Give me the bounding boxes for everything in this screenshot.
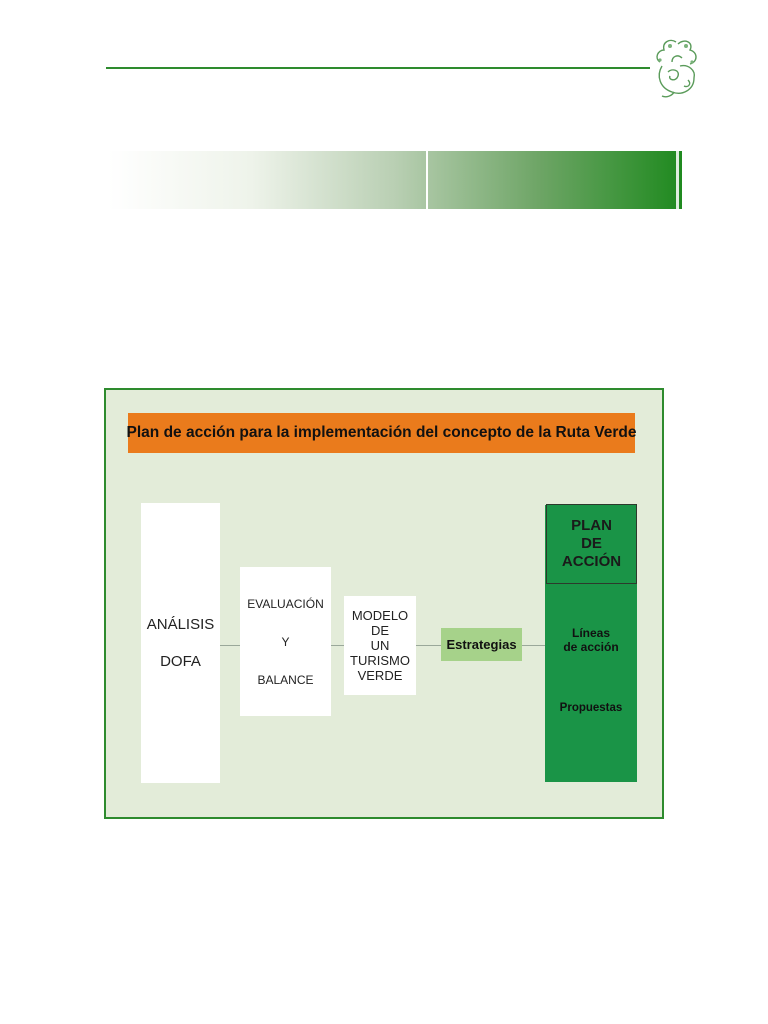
modelo-line: VERDE xyxy=(357,668,403,683)
connector-estrategias-plan xyxy=(522,645,545,646)
plan-header-line: DE xyxy=(581,535,602,552)
analisis-dofa-box: ANÁLISIS DOFA xyxy=(141,503,220,783)
modelo-line: MODELO xyxy=(351,608,409,623)
connector-modelo-estrategias xyxy=(416,645,441,646)
lineas-de-accion-label: Líneas de acción xyxy=(545,626,637,654)
evaluacion-balance-box: EVALUACIÓN Y BALANCE xyxy=(240,567,331,716)
analisis-label: ANÁLISIS xyxy=(146,616,215,633)
dofa-label: DOFA xyxy=(160,653,201,670)
header-rule xyxy=(106,67,650,69)
plan-header-line: PLAN xyxy=(571,517,612,534)
modelo-line: TURISMO xyxy=(350,653,410,668)
connector-analisis-evaluacion xyxy=(220,645,240,646)
section-banner xyxy=(108,151,682,209)
modelo-line: DE xyxy=(370,623,390,638)
y-label: Y xyxy=(281,634,290,649)
modelo-turismo-verde-box: MODELO DE UN TURISMO VERDE xyxy=(344,596,416,695)
lineas-line: Líneas xyxy=(571,626,610,640)
balance-label: BALANCE xyxy=(257,672,314,687)
plan-header-line: ACCIÓN xyxy=(561,553,622,570)
banner-end-stripe xyxy=(676,151,679,209)
connector-evaluacion-modelo xyxy=(331,645,344,646)
evaluacion-label: EVALUACIÓN xyxy=(247,596,324,611)
diagram-title: Plan de acción para la implementación de… xyxy=(127,413,636,453)
lineas-line: de acción xyxy=(563,640,619,654)
modelo-line: UN xyxy=(370,638,390,653)
logo-emblem-icon xyxy=(648,36,704,102)
estrategias-box: Estrategias xyxy=(441,628,522,661)
plan-accion-header: PLAN DE ACCIÓN xyxy=(546,504,637,584)
propuestas-label: Propuestas xyxy=(559,702,623,714)
banner-divider xyxy=(426,151,428,209)
